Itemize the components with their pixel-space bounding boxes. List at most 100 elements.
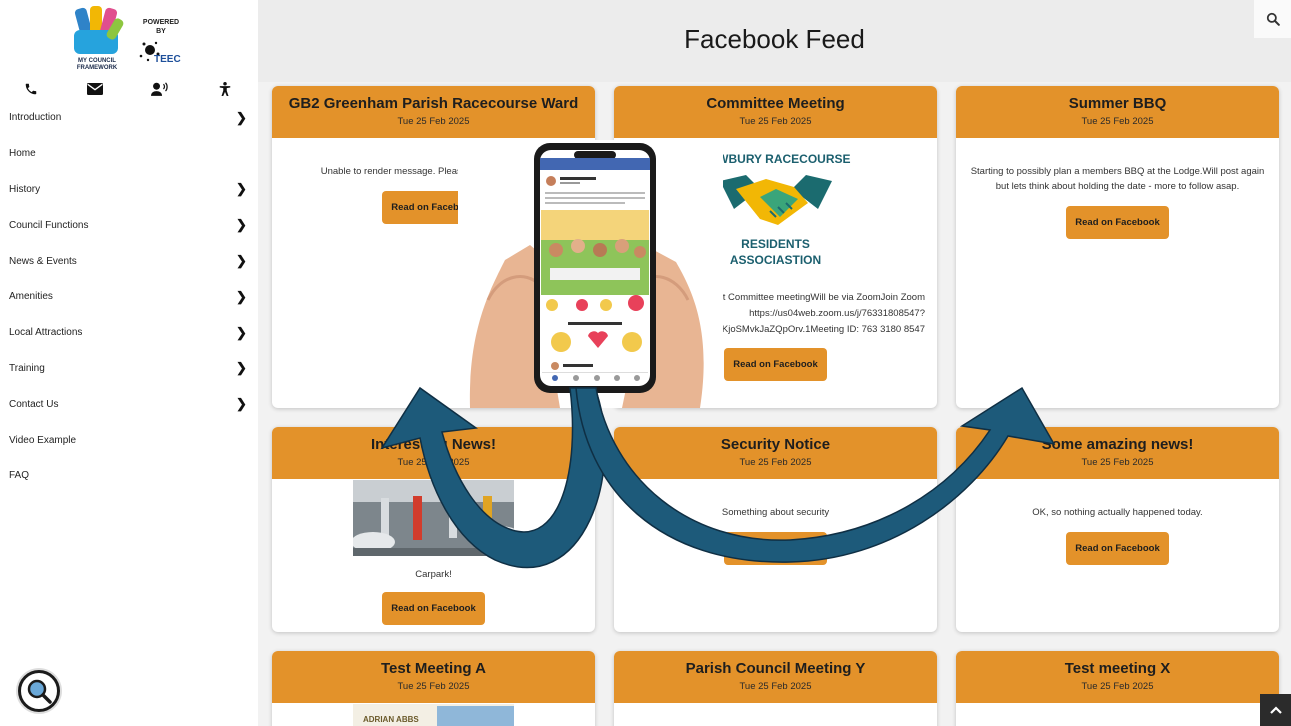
card-date: Tue 25 Feb 2025: [1081, 116, 1154, 127]
sidebar-item-training[interactable]: Training ❯: [0, 351, 258, 387]
card-text: Carpark!: [415, 569, 452, 580]
logo-line2: ASSOCIASTION: [729, 253, 822, 267]
nav-label: Home: [9, 148, 36, 160]
sidebar-item-council-functions[interactable]: Council Functions ❯: [0, 207, 258, 243]
card-date: Tue 25 Feb 2025: [1081, 457, 1154, 468]
search-button[interactable]: [1254, 0, 1291, 38]
nav-label: News & Events: [9, 255, 77, 267]
chevron-right-icon: ❯: [236, 324, 247, 340]
page-header: Facebook Feed: [258, 0, 1291, 82]
sidebar-item-home[interactable]: Home: [0, 136, 258, 172]
logo-top-text: NEWBURY RACECOURSE: [700, 152, 851, 166]
nav-label: Council Functions: [9, 219, 89, 231]
logo-caption-line1: MY COUNCIL: [78, 58, 116, 64]
mail-icon[interactable]: [84, 78, 106, 100]
nav-label: Amenities: [9, 291, 53, 303]
nav-label: Introduction: [9, 112, 62, 124]
powered-line1: POWERED: [142, 19, 180, 26]
card-title: Security Notice: [720, 436, 831, 453]
read-on-facebook-button[interactable]: Read on Facebook: [1066, 206, 1169, 239]
search-icon: [1266, 12, 1280, 26]
card-title: Summer BBQ: [1068, 95, 1167, 112]
photo-sky: [437, 706, 514, 726]
card-title: Test Meeting A: [380, 660, 486, 677]
nav-label: Video Example: [9, 434, 77, 446]
teec-splash-icon: [139, 41, 160, 62]
chevron-right-icon: ❯: [236, 360, 247, 376]
nav-label: Local Attractions: [9, 327, 83, 339]
feed-card: Parish Council Meeting Y Tue 25 Feb 2025: [614, 651, 937, 726]
read-on-facebook-button[interactable]: Read on Facebook: [382, 592, 485, 625]
card-text: f next Committee meetingWill be via Zoom…: [626, 290, 925, 338]
carpark-photo: [351, 480, 523, 556]
sidebar-item-amenities[interactable]: Amenities ❯: [0, 279, 258, 315]
sidebar-nav: Introduction❯ Home History❯ Council Func…: [0, 100, 258, 494]
sidebar-item-news-events[interactable]: News & Events ❯: [0, 243, 258, 279]
magnifier-zoom-button[interactable]: [18, 670, 60, 712]
chevron-right-icon: ❯: [236, 288, 247, 304]
nav-label: FAQ: [9, 470, 30, 482]
card-text-line: f next Committee meetingWill be via Zoom…: [702, 292, 925, 303]
page-title: Facebook Feed: [684, 24, 865, 54]
card-title: GB2 Greenham Parish Racecourse Ward: [288, 95, 579, 112]
site-logo[interactable]: MY COUNCIL FRAMEWORK POWERED BY TEEC: [60, 4, 200, 76]
sidebar-item-faq[interactable]: FAQ: [0, 458, 258, 494]
accessibility-icon[interactable]: [214, 78, 236, 100]
speaking-person-icon[interactable]: [149, 78, 171, 100]
read-on-facebook-button[interactable]: Read on Facebook: [724, 532, 827, 565]
card-date: Tue 25 Feb 2025: [397, 457, 470, 468]
logo-caption-line2: FRAMEWORK: [76, 65, 118, 71]
nav-label: Training: [9, 362, 45, 374]
card-date: Tue 25 Feb 2025: [739, 681, 812, 692]
feed-card: Test Meeting A Tue 25 Feb 2025 ADRIAN ABB…: [272, 651, 595, 726]
card-title: Some amazing news!: [1041, 436, 1194, 453]
card-date: Tue 25 Feb 2025: [397, 681, 470, 692]
card-date: Tue 25 Feb 2025: [1081, 681, 1154, 692]
card-date: Tue 25 Feb 2025: [397, 116, 470, 127]
sidebar-item-contact-us[interactable]: Contact Us ❯: [0, 386, 258, 422]
card-title: Committee Meeting: [706, 95, 845, 112]
logo-line1: RESIDENTS: [741, 237, 810, 251]
sidebar-item-video-example[interactable]: Video Example: [0, 422, 258, 458]
chevron-right-icon: ❯: [236, 396, 247, 412]
scroll-to-top-button[interactable]: [1260, 694, 1291, 726]
chevron-right-icon: ❯: [236, 109, 247, 125]
teec-label: TEEC: [154, 54, 181, 65]
chevron-right-icon: ❯: [236, 217, 247, 233]
magnifier-icon: [27, 679, 52, 704]
feed-card: Some amazing news! Tue 25 Feb 2025 OK, so…: [956, 427, 1279, 632]
phone-icon[interactable]: [20, 78, 42, 100]
nav-label: History: [9, 183, 41, 195]
card-text-line: 3i2utKjoSMvkJaZQpOrv.1Meeting ID: 763 31…: [701, 324, 925, 335]
chevron-right-icon: ❯: [236, 253, 247, 269]
meeting-photo: ADRIAN ABBS: [353, 704, 514, 726]
powered-line2: BY: [156, 28, 166, 35]
feed-card: Summer BBQ Tue 25 Feb 2025 Starting to po…: [956, 86, 1279, 408]
sidebar-item-history[interactable]: History❯: [0, 172, 258, 208]
contact-icons-bar: [0, 78, 258, 100]
hand-logo-icon: [74, 6, 124, 54]
feed-card: Interesting News!Tue 25 Feb 2025 Carpark…: [272, 427, 595, 632]
read-on-facebook-button[interactable]: Read on Facebook: [724, 348, 827, 381]
sidebar-item-local-attractions[interactable]: Local Attractions ❯: [0, 315, 258, 351]
logo-caption: MY COUNCIL FRAMEWORK: [64, 58, 130, 72]
card-text: OK, so nothing actually happened today.: [1032, 507, 1203, 518]
card-date: Tue 25 Feb 2025: [739, 116, 812, 127]
card-text: Starting to possibly plan a members BBQ …: [970, 166, 1265, 192]
nav-label: Contact Us: [9, 398, 59, 410]
read-on-facebook-button[interactable]: Read on Facebook: [1066, 532, 1169, 565]
image-caption: ADRIAN ABBS: [363, 715, 419, 724]
sidebar-item-introduction[interactable]: Introduction ❯: [0, 100, 258, 136]
card-text-line: https://us04web.zoom.us/j/76331808547?: [749, 308, 925, 319]
card-date: Tue 25 Feb 2025: [739, 457, 812, 468]
residents-association-logo: NEWBURY RACECOURSE RESIDENTS ASSOCIASTIO…: [626, 152, 925, 268]
handshake-icon: [719, 175, 832, 225]
powered-by: POWERED BY: [136, 18, 186, 36]
card-text: Something about security: [721, 507, 830, 518]
card-title: Parish Council Meeting Y: [685, 660, 866, 677]
chevron-up-icon: [1269, 706, 1282, 714]
read-on-facebook-button[interactable]: Read on Facebook: [382, 191, 485, 224]
